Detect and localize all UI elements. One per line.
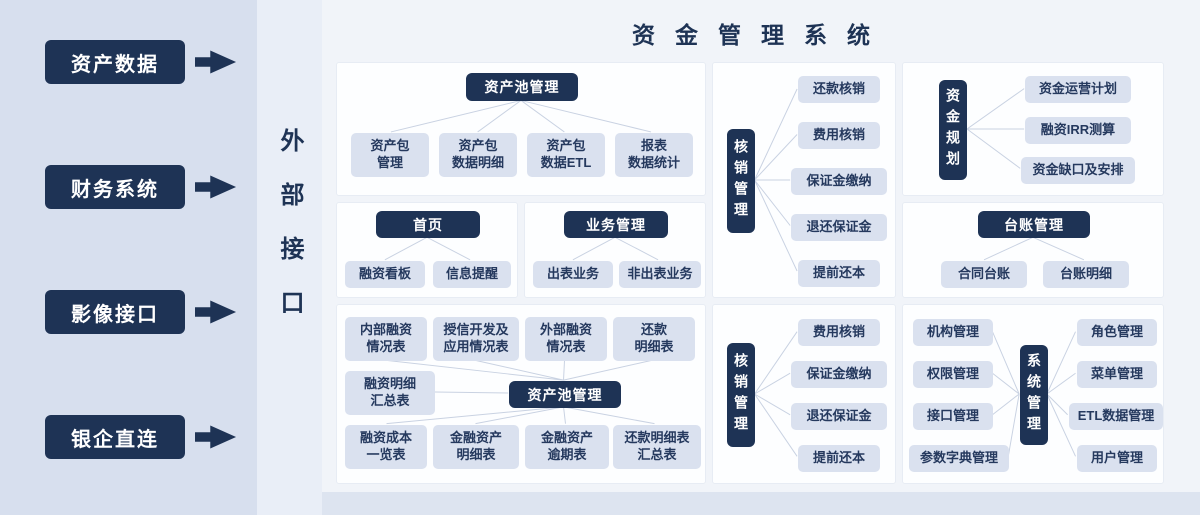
node-contract-ledger: 合同台账 [941,261,1027,288]
node-writeoff-mgmt-header-2: 核销管理 [727,343,755,447]
node-asset-package-data-detail: 资产包 数据明细 [439,133,517,177]
source-row-image-interface: 影像接口 [45,290,237,334]
node-param-dict-mgmt: 参数字典管理 [909,445,1009,472]
node-interface-mgmt: 接口管理 [913,403,993,430]
node-asset-package-data-etl: 资产包 数据ETL [527,133,605,177]
node-info-reminder: 信息提醒 [433,261,511,288]
node-repayment-writeoff: 还款核销 [798,76,880,103]
node-user-mgmt: 用户管理 [1077,445,1157,472]
source-row-asset-data: 资产数据 [45,40,237,84]
node-etl-data-mgmt: ETL数据管理 [1069,403,1163,430]
node-fee-writeoff-2: 费用核销 [798,319,880,346]
node-financing-dashboard: 融资看板 [345,261,425,288]
node-out-table-business: 出表业务 [533,261,613,288]
page-title: 资金管理系统 [632,22,890,48]
source-row-finance-system: 财务系统 [45,165,237,209]
connector-lines [386,359,655,425]
node-repayment-detail-report: 还款 明细表 [613,317,695,361]
connector-lines [754,331,798,457]
node-business-mgmt-header: 业务管理 [564,211,668,238]
source-finance-system: 财务系统 [45,165,185,209]
external-sources-zone: 资产数据 财务系统 影像接口 银企直连 [0,0,257,515]
node-external-financing-report: 外部融资 情况表 [525,317,607,361]
node-fee-writeoff: 费用核销 [798,122,880,149]
node-financing-cost-list: 融资成本 一览表 [345,425,427,469]
connector-lines [966,88,1025,169]
connector-lines [754,88,798,272]
node-financial-asset-overdue: 金融资产 逾期表 [525,425,609,469]
node-fund-gap-arrangement: 资金缺口及安排 [1021,157,1135,184]
node-deposit-refund-2: 退还保证金 [791,403,887,430]
node-writeoff-mgmt-header: 核销管理 [727,129,755,233]
panel-asset-pool-reports: 内部融资 情况表 授信开发及 应用情况表 外部融资 情况表 还款 明细表 融资明… [336,304,706,484]
node-internal-financing-report: 内部融资 情况表 [345,317,427,361]
connector-lines [390,99,652,133]
external-interface-label: 外部接口 [276,128,303,344]
node-financing-irr: 融资IRR测算 [1025,117,1131,144]
node-non-out-table-business: 非出表业务 [619,261,701,288]
node-system-mgmt-header: 系统管理 [1020,345,1048,445]
source-row-bank-direct: 银企直连 [45,415,237,459]
node-deposit-payment-2: 保证金缴纳 [791,361,887,388]
panel-ledger: 台账管理 合同台账 台账明细 [902,202,1164,298]
panel-business: 业务管理 出表业务 非出表业务 [524,202,706,298]
node-ledger-mgmt-header: 台账管理 [978,211,1090,238]
arrow-right-icon [195,175,237,199]
node-report-data-stats: 报表 数据统计 [615,133,693,177]
node-repayment-detail-summary: 还款明细表 汇总表 [613,425,701,469]
node-fund-operation-plan: 资金运营计划 [1025,76,1131,103]
node-org-mgmt: 机构管理 [913,319,993,346]
arrow-right-icon [195,300,237,324]
panel-writeoff-top: 核销管理 还款核销 费用核销 保证金缴纳 退还保证金 提前还本 [712,62,896,298]
node-financing-detail-summary: 融资明细 汇总表 [345,371,435,415]
node-credit-dev-application-report: 授信开发及 应用情况表 [433,317,519,361]
external-interface-strip: 外部接口 [257,0,322,515]
node-asset-package-mgmt: 资产包 管理 [351,133,429,177]
connector-lines [983,236,1085,261]
node-fund-planning-header: 资金规划 [939,80,967,180]
panel-writeoff-bottom: 核销管理 费用核销 保证金缴纳 退还保证金 提前还本 [712,304,896,484]
node-role-mgmt: 角色管理 [1077,319,1157,346]
node-home-header: 首页 [376,211,480,238]
node-asset-pool-mgmt-header: 资产池管理 [466,73,578,101]
connector-lines [992,331,1076,457]
panel-asset-pool: 资产池管理 资产包 管理 资产包 数据明细 资产包 数据ETL 报表 数据统计 [336,62,706,196]
arrow-right-icon [195,425,237,449]
panel-home: 首页 融资看板 信息提醒 [336,202,518,298]
node-early-repayment-2: 提前还本 [798,445,880,472]
node-deposit-payment: 保证金缴纳 [791,168,887,195]
node-permission-mgmt: 权限管理 [913,361,993,388]
connector-lines [572,236,659,261]
node-early-repayment: 提前还本 [798,260,880,287]
panel-system: 系统管理 机构管理 权限管理 接口管理 参数字典管理 角色管理 菜单管理 ETL… [902,304,1164,484]
node-asset-pool-mgmt-center: 资产池管理 [509,381,621,408]
node-menu-mgmt: 菜单管理 [1077,361,1157,388]
source-bank-direct: 银企直连 [45,415,185,459]
source-image-interface: 影像接口 [45,290,185,334]
node-ledger-detail: 台账明细 [1043,261,1129,288]
arrow-right-icon [195,50,237,74]
source-asset-data: 资产数据 [45,40,185,84]
panel-fund-planning: 资金规划 资金运营计划 融资IRR测算 资金缺口及安排 [902,62,1164,196]
node-deposit-refund: 退还保证金 [791,214,887,241]
node-financial-asset-detail: 金融资产 明细表 [433,425,519,469]
connector-lines [384,236,471,261]
